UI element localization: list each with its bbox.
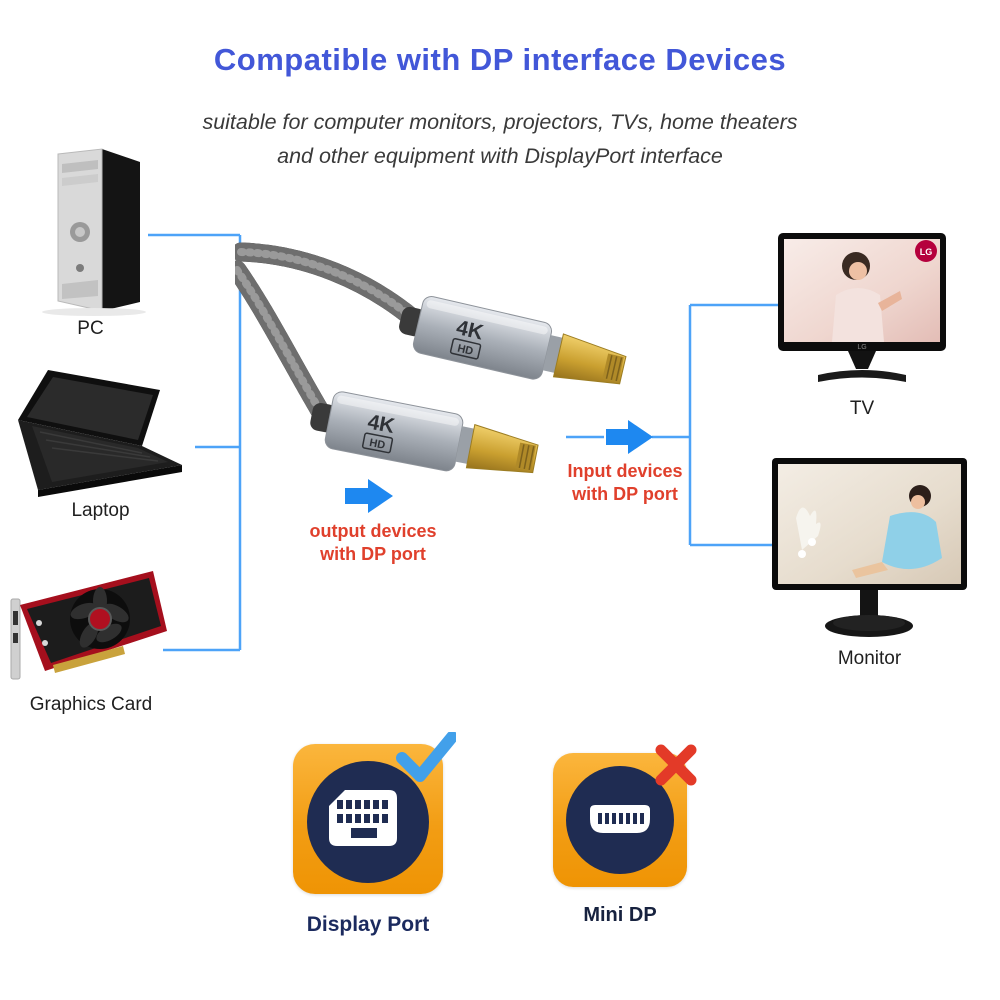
tv-label: TV (849, 398, 875, 419)
display-port-label: Display Port (306, 913, 430, 936)
check-icon (396, 732, 456, 782)
tv-image: LG LG (778, 233, 946, 382)
graphics-card-device (5, 553, 175, 688)
output-annotation-line-2: with DP port (320, 544, 426, 564)
monitor-device (772, 458, 967, 646)
page-subtitle: suitable for computer monitors, projecto… (0, 105, 1000, 173)
output-annotation-line-1: output devices (309, 521, 437, 541)
graphics-card-label: Graphics Card (29, 694, 153, 715)
subtitle-line-2: and other equipment with DisplayPort int… (277, 144, 723, 168)
tv-bezel-brand: LG (857, 344, 866, 351)
mini-dp-label: Mini DP (583, 904, 657, 926)
monitor-label: Monitor (837, 648, 902, 669)
input-annotation-line-1: Input devices (567, 461, 683, 481)
subtitle-line-1: suitable for computer monitors, projecto… (202, 110, 798, 134)
graphics-card-image (10, 571, 167, 680)
laptop-image (18, 370, 182, 497)
input-annotation: Input devices with DP port (550, 460, 700, 506)
cable-connector-lower (305, 386, 542, 489)
tv-device: LG LG (778, 233, 946, 393)
cross-icon (655, 744, 697, 786)
cable: 4K HD (227, 240, 665, 490)
cable-braid (227, 242, 425, 426)
output-annotation: output devices with DP port (288, 520, 458, 566)
pc-device (28, 146, 153, 316)
pc-label: PC (77, 318, 104, 339)
page-title: Compatible with DP interface Devices (213, 42, 787, 77)
display-port-card (293, 744, 443, 894)
monitor-image (772, 458, 967, 637)
tv-logo-text: LG (920, 247, 933, 257)
cable-connector-upper (393, 289, 631, 400)
laptop-label: Laptop (71, 500, 130, 521)
mini-dp-icon (566, 766, 674, 874)
laptop-device (10, 368, 195, 498)
display-port-icon (307, 761, 429, 883)
input-annotation-line-2: with DP port (572, 484, 678, 504)
cable-image: 4K HD (227, 242, 631, 489)
pc-image (42, 148, 146, 316)
